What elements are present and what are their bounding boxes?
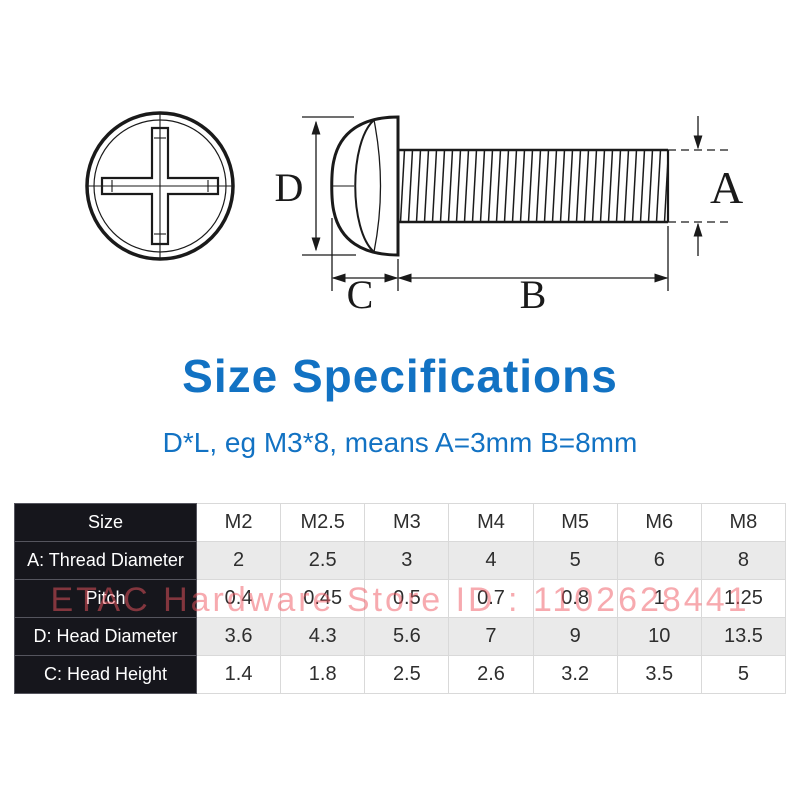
cell-value: 1.8: [280, 655, 366, 694]
col-header-m4: M4: [448, 503, 534, 542]
cell-value: 1.4: [195, 655, 282, 694]
dim-label-shaft-length: B: [520, 272, 547, 317]
table-row-head-height: C: Head Height 1.4 1.8 2.5 2.6 3.2 3.5 5: [14, 655, 787, 694]
row-label-head-height: C: Head Height: [14, 655, 197, 694]
dimension-shaft-length: B: [397, 226, 669, 317]
cell-value: 0.4: [195, 579, 282, 618]
cell-value: 6: [616, 541, 702, 580]
dimension-head-diameter: D: [275, 116, 356, 256]
table-row-head-diameter: D: Head Diameter 3.6 4.3 5.6 7 9 10 13.5: [14, 617, 787, 656]
screw-threads: [399, 150, 668, 222]
cell-value: 8: [700, 541, 787, 580]
row-label-pitch: Pitch: [14, 579, 197, 618]
screw-side-view: [330, 115, 670, 257]
cell-value: 9: [532, 617, 618, 656]
head-recess-arc-outer: [354, 119, 375, 253]
size-explanation: D*L, eg M3*8, means A=3mm B=8mm: [162, 427, 638, 458]
col-header-m2: M2: [195, 503, 282, 542]
row-label-thread-diameter: A: Thread Diameter: [14, 541, 197, 580]
cell-value: 2.5: [364, 655, 450, 694]
screw-head-profile: [330, 115, 400, 257]
col-header-m8: M8: [700, 503, 787, 542]
cell-value: 3: [364, 541, 450, 580]
cell-value: 5: [532, 541, 618, 580]
cell-value: 1.25: [700, 579, 787, 618]
cell-value: 10: [616, 617, 702, 656]
cell-value: 0.7: [448, 579, 534, 618]
col-header-m3: M3: [364, 503, 450, 542]
row-label-head-diameter: D: Head Diameter: [14, 617, 197, 656]
page-title: Size Specifications: [182, 350, 618, 402]
table-header-row: Size M2 M2.5 M3 M4 M5 M6 M8: [14, 503, 787, 542]
cell-value: 2.6: [448, 655, 534, 694]
col-header-size: Size: [14, 503, 197, 542]
cell-value: 0.8: [532, 579, 618, 618]
col-header-m6: M6: [616, 503, 702, 542]
table-row-pitch: Pitch 0.4 0.45 0.5 0.7 0.8 1 1.25: [14, 579, 787, 618]
table-row-thread-diameter: A: Thread Diameter 2 2.5 3 4 5 6 8: [14, 541, 787, 580]
cell-value: 5: [700, 655, 787, 694]
cell-value: 3.5: [616, 655, 702, 694]
cell-value: 4: [448, 541, 534, 580]
cell-value: 2.5: [280, 541, 366, 580]
cell-value: 3.6: [195, 617, 282, 656]
phillips-cross-recess: [100, 126, 220, 246]
screw-technical-drawing: D A B C: [85, 111, 743, 317]
cell-value: 0.45: [280, 579, 366, 618]
cell-value: 5.6: [364, 617, 450, 656]
cell-value: 4.3: [280, 617, 366, 656]
col-header-m25: M2.5: [280, 503, 366, 542]
dimension-thread-diameter: A: [668, 116, 743, 256]
dimension-head-height: C: [331, 218, 399, 317]
dim-label-head-diameter: D: [275, 165, 304, 210]
head-recess-arc-inner: [373, 119, 382, 253]
cell-value: 13.5: [700, 617, 787, 656]
screw-head-front-view: [85, 111, 235, 261]
dim-label-thread-diameter: A: [710, 162, 743, 213]
cell-value: 1: [616, 579, 702, 618]
spec-table-container: Size M2 M2.5 M3 M4 M5 M6 M8 A: Thread Di…: [14, 503, 787, 694]
cell-value: 7: [448, 617, 534, 656]
dim-label-head-height: C: [347, 272, 374, 317]
cell-value: 3.2: [532, 655, 618, 694]
cell-value: 2: [195, 541, 282, 580]
col-header-m5: M5: [532, 503, 618, 542]
spec-table: Size M2 M2.5 M3 M4 M5 M6 M8 A: Thread Di…: [14, 503, 787, 694]
cell-value: 0.5: [364, 579, 450, 618]
